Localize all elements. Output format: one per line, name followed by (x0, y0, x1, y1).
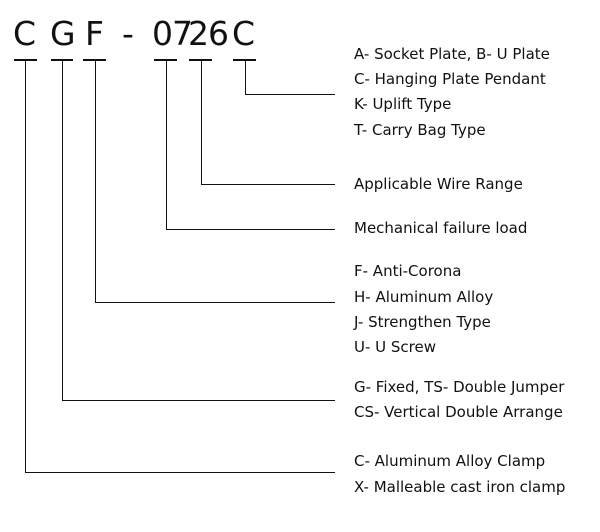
leader-line (245, 94, 335, 95)
description: CS- Vertical Double Arrange (354, 403, 563, 421)
code-letter-variant: C (232, 14, 256, 53)
description: Mechanical failure load (354, 219, 528, 237)
leader-line (201, 60, 202, 184)
description: T- Carry Bag Type (354, 121, 486, 139)
code-wire-range: 26 (188, 14, 229, 53)
underline (83, 59, 106, 61)
code-dash: - (122, 14, 134, 53)
description: U- U Screw (354, 338, 437, 356)
leader-line (62, 60, 63, 400)
underline (189, 59, 212, 61)
leader-line (166, 60, 167, 229)
code-letter-type: C (13, 14, 37, 53)
code-letter-structure: G (50, 14, 76, 53)
leader-line (95, 60, 96, 302)
leader-line (25, 472, 335, 473)
description: G- Fixed, TS- Double Jumper (354, 378, 565, 396)
description: C- Hanging Plate Pendant (354, 70, 546, 88)
leader-line (166, 229, 335, 230)
description: Applicable Wire Range (354, 175, 523, 193)
description: F- Anti-Corona (354, 262, 462, 280)
leader-line (245, 60, 246, 94)
leader-line (95, 302, 335, 303)
leader-line (25, 60, 26, 472)
description: X- Malleable cast iron clamp (354, 478, 566, 496)
underline (233, 59, 256, 61)
description: K- Uplift Type (354, 95, 452, 113)
underline (154, 59, 177, 61)
description: H- Aluminum Alloy (354, 288, 494, 306)
code-failure-load: 07 (152, 14, 193, 53)
description: A- Socket Plate, B- U Plate (354, 45, 550, 63)
leader-line (201, 184, 335, 185)
description: J- Strengthen Type (354, 313, 491, 331)
description: C- Aluminum Alloy Clamp (354, 452, 546, 470)
leader-line (62, 400, 335, 401)
code-letter-material: F (85, 14, 104, 53)
